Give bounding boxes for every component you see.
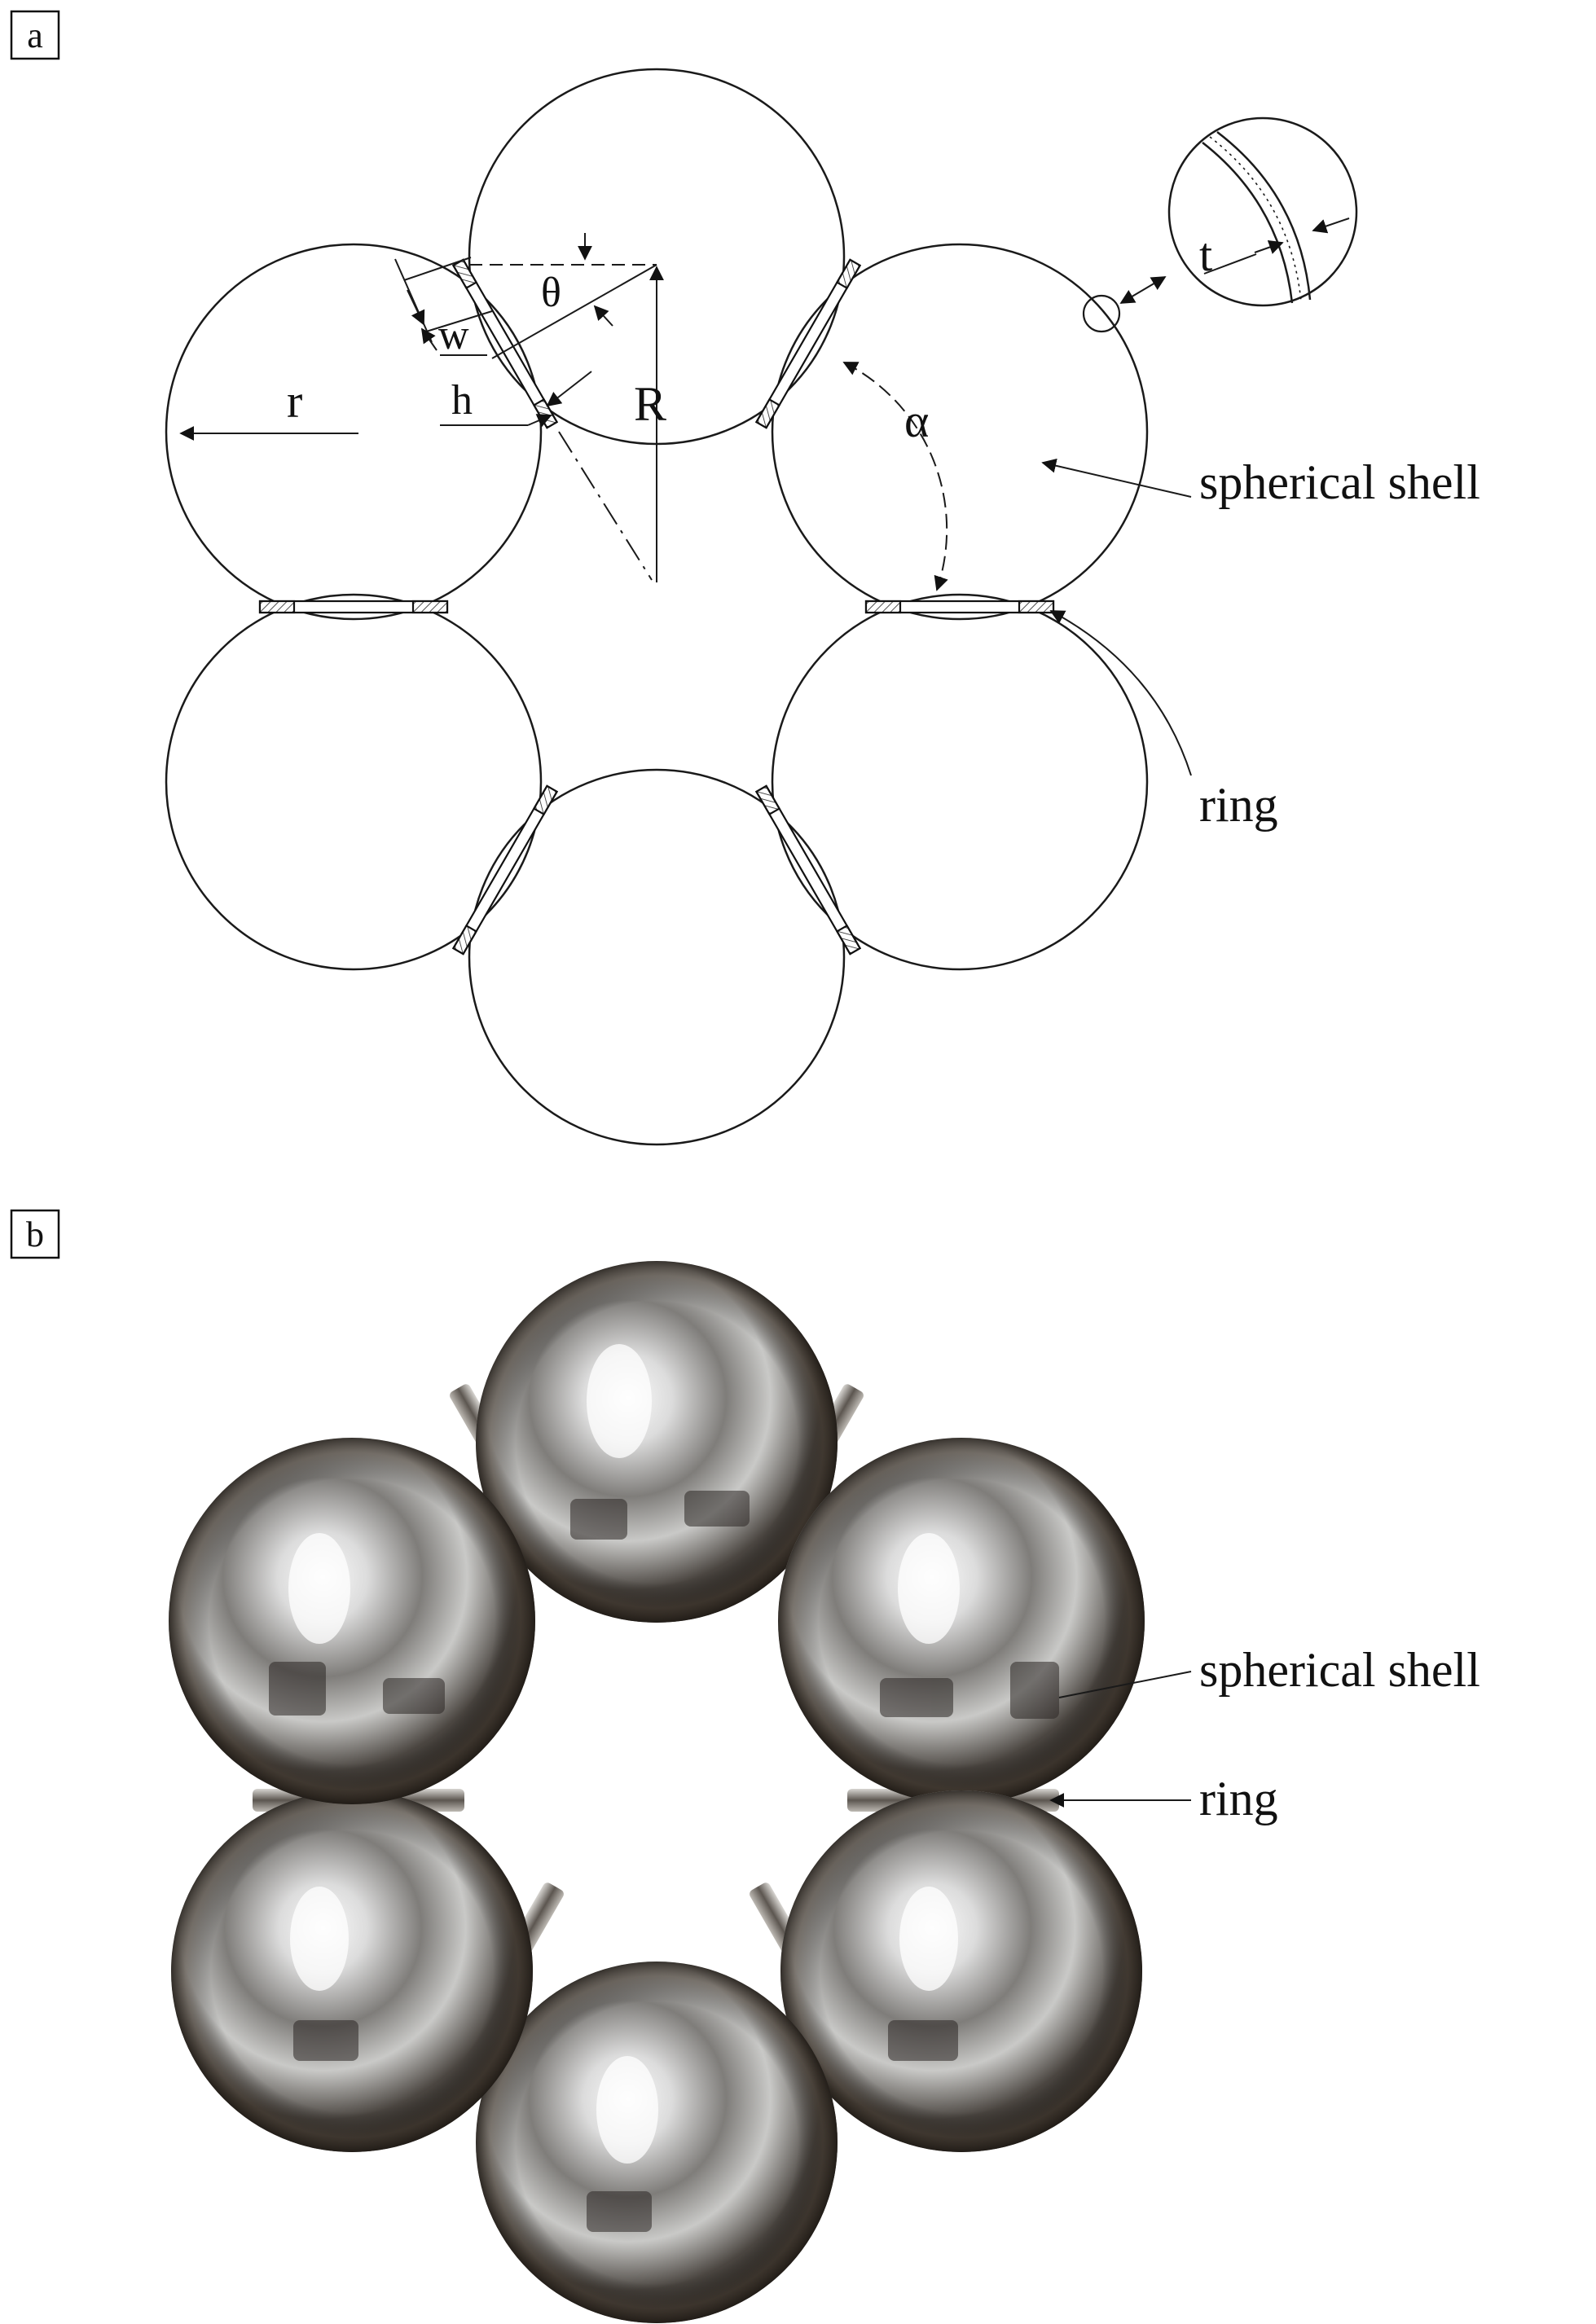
label-t: t [1199,228,1212,281]
panel-b: b [10,1209,1480,2323]
ring-bottom-lower-left [451,784,559,956]
panel-b-tag-box [10,1209,60,1259]
label-w: w [438,312,469,358]
panel-a-tag-box [10,10,60,60]
photo-reflections [269,1491,1059,2232]
panel-a: a [10,10,1480,1146]
sphere-upper-left [165,243,543,621]
joining-rings [258,258,1055,956]
thickness-detail [1082,116,1358,333]
photo-assembly [169,1261,1145,2323]
sphere-bottom [468,768,846,1146]
label-theta: θ [541,270,561,316]
photo-label-ring: ring [1199,1772,1278,1825]
label-r: r [287,375,302,428]
ring-lower-right-bottom [754,784,862,956]
label-R: R [634,377,666,431]
detail-callout-small [1082,294,1121,333]
dimension-lines [179,233,948,591]
panel-a-tag: a [27,15,43,55]
sphere-lower-left [165,593,543,971]
ring-right-vertical [864,600,1055,614]
photo-label-spherical-shell: spherical shell [1199,1643,1480,1697]
ring-left-vertical [258,600,449,614]
label-alpha: α [904,394,929,447]
ring-top-upper-right [754,258,862,429]
detail-circle [1167,116,1358,307]
panel-b-tag: b [26,1215,44,1254]
label-spherical-shell: spherical shell [1199,455,1480,509]
photo-spheres [169,1261,1145,2323]
photo-highlights [288,1344,960,2164]
label-h: h [451,377,473,424]
sphere-upper-right [771,243,1149,621]
label-ring: ring [1199,778,1278,832]
sphere-lower-right [771,593,1149,971]
